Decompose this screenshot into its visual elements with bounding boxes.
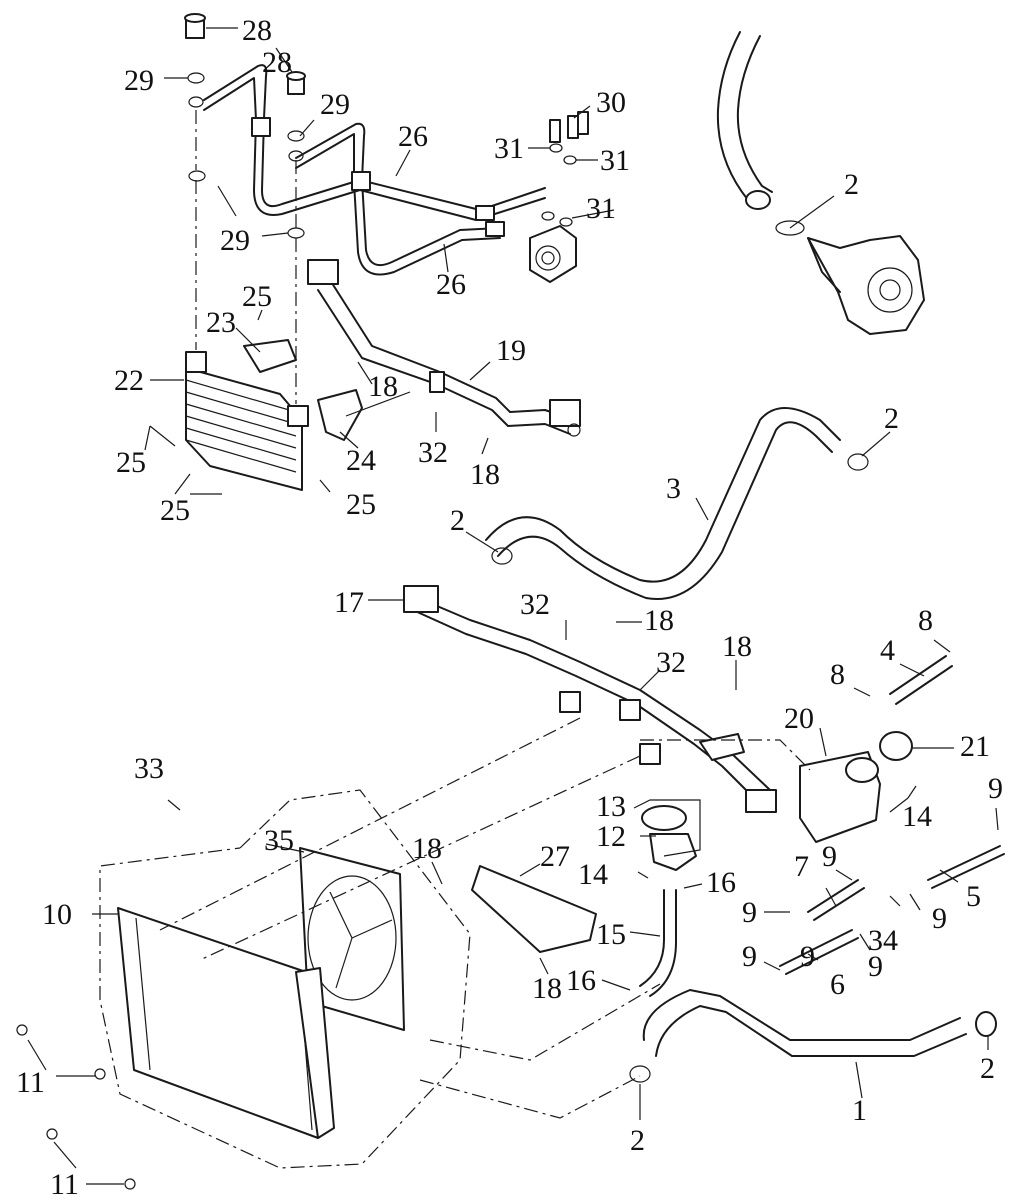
callout-31: 31 bbox=[494, 132, 524, 165]
callout-18: 18 bbox=[470, 458, 500, 491]
callout-2: 2 bbox=[980, 1052, 995, 1085]
callout-29: 29 bbox=[124, 64, 154, 97]
callout-21: 21 bbox=[960, 730, 990, 763]
short-hoses bbox=[779, 655, 1005, 975]
radiator-10 bbox=[117, 907, 335, 1139]
callout-24: 24 bbox=[346, 444, 376, 477]
callout-4: 4 bbox=[880, 634, 895, 667]
callout-29: 29 bbox=[220, 224, 250, 257]
callout-26: 26 bbox=[398, 120, 428, 153]
reservoir-20 bbox=[799, 751, 881, 843]
callout-25: 25 bbox=[242, 280, 272, 313]
callout-28: 28 bbox=[242, 14, 272, 47]
callout-6: 6 bbox=[830, 968, 845, 1001]
callout-17: 17 bbox=[334, 586, 364, 619]
callout-14: 14 bbox=[902, 800, 932, 833]
callout-34: 34 bbox=[868, 924, 898, 957]
callout-16: 16 bbox=[706, 866, 736, 899]
callout-30: 30 bbox=[596, 86, 626, 119]
assembly-lines bbox=[99, 110, 811, 1169]
hose-15 bbox=[639, 889, 677, 997]
hose-1 bbox=[629, 989, 997, 1083]
callout-32: 32 bbox=[656, 646, 686, 679]
callout-13: 13 bbox=[596, 790, 626, 823]
callout-1: 1 bbox=[852, 1094, 867, 1127]
bracket-27 bbox=[471, 865, 597, 953]
callout-35: 35 bbox=[264, 824, 294, 857]
oil-lines-26 bbox=[203, 64, 546, 276]
callout-14: 14 bbox=[578, 858, 608, 891]
callout-8: 8 bbox=[918, 604, 933, 637]
callout-9: 9 bbox=[800, 940, 815, 973]
thermostat-housing bbox=[641, 805, 697, 871]
callout-31: 31 bbox=[586, 192, 616, 225]
callout-5: 5 bbox=[966, 880, 981, 913]
pump-hose-assembly bbox=[716, 31, 925, 335]
callout-15: 15 bbox=[596, 918, 626, 951]
hose-3 bbox=[485, 407, 869, 600]
cap-21 bbox=[879, 731, 913, 761]
callout-2: 2 bbox=[630, 1124, 645, 1157]
callout-18: 18 bbox=[644, 604, 674, 637]
fitting-28-left bbox=[184, 13, 206, 39]
callout-25: 25 bbox=[346, 488, 376, 521]
callout-10: 10 bbox=[42, 898, 72, 931]
callouts: 28 29 28 29 26 30 31 31 31 29 26 2 25 23… bbox=[16, 14, 1003, 1201]
callout-25: 25 bbox=[116, 446, 146, 479]
callout-9: 9 bbox=[822, 840, 837, 873]
callout-25: 25 bbox=[160, 494, 190, 527]
fitting-28-right bbox=[286, 71, 306, 95]
callout-9: 9 bbox=[742, 896, 757, 929]
callout-9: 9 bbox=[868, 950, 883, 983]
callout-27: 27 bbox=[540, 840, 570, 873]
oil-cooler-22 bbox=[185, 339, 363, 491]
callout-11: 11 bbox=[16, 1066, 45, 1099]
callout-18: 18 bbox=[532, 972, 562, 1005]
frame-tube-19 bbox=[307, 259, 581, 437]
callout-2: 2 bbox=[450, 504, 465, 537]
callout-9: 9 bbox=[742, 940, 757, 973]
callout-18: 18 bbox=[722, 630, 752, 663]
callout-32: 32 bbox=[520, 588, 550, 621]
callout-8: 8 bbox=[830, 658, 845, 691]
callout-3: 3 bbox=[666, 472, 681, 505]
callout-22: 22 bbox=[114, 364, 144, 397]
callout-32: 32 bbox=[418, 436, 448, 469]
callout-18: 18 bbox=[368, 370, 398, 403]
callout-2: 2 bbox=[884, 402, 899, 435]
callout-7: 7 bbox=[794, 850, 809, 883]
callout-12: 12 bbox=[596, 820, 626, 853]
callout-23: 23 bbox=[206, 306, 236, 339]
leader-lines bbox=[27, 27, 999, 1185]
bolts-11 bbox=[16, 1024, 136, 1190]
frame-tube-17 bbox=[403, 585, 777, 813]
callout-9: 9 bbox=[988, 772, 1003, 805]
adapter-block bbox=[529, 111, 589, 283]
callout-9: 9 bbox=[932, 902, 947, 935]
callout-16: 16 bbox=[566, 964, 596, 997]
callout-18: 18 bbox=[412, 832, 442, 865]
callout-11: 11 bbox=[50, 1168, 79, 1201]
callout-2: 2 bbox=[844, 168, 859, 201]
callout-19: 19 bbox=[496, 334, 526, 367]
callout-29: 29 bbox=[320, 88, 350, 121]
callout-28: 28 bbox=[262, 46, 292, 79]
fan-35 bbox=[299, 847, 405, 1031]
callout-31: 31 bbox=[600, 144, 630, 177]
callout-20: 20 bbox=[784, 702, 814, 735]
callout-33: 33 bbox=[134, 752, 164, 785]
callout-26: 26 bbox=[436, 268, 466, 301]
